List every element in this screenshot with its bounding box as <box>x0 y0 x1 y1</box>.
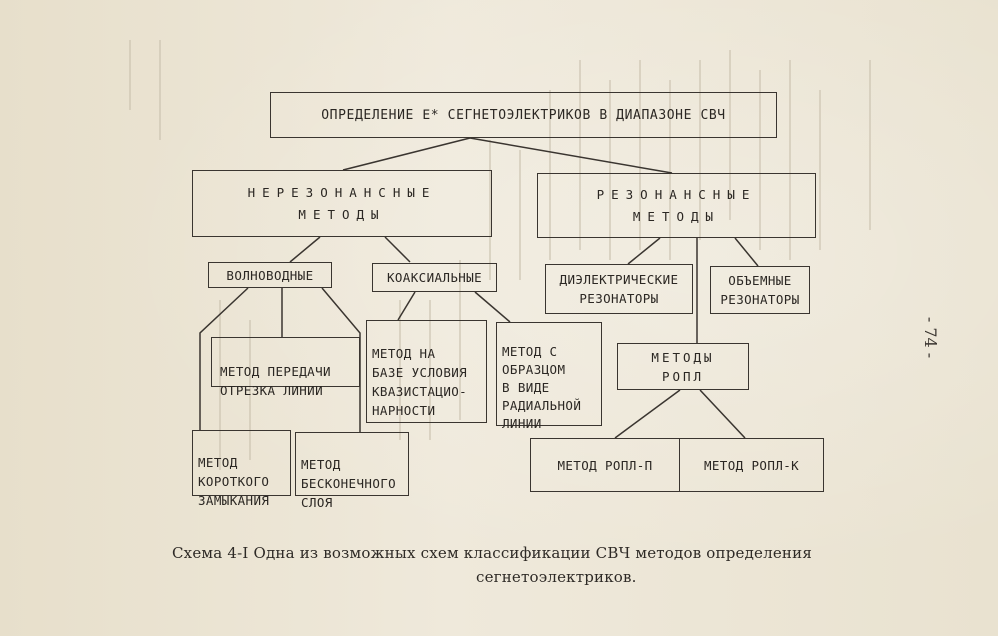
edge-root-nonresonant <box>342 137 471 171</box>
quasistatic-method-label: МЕТОД НА БАЗЕ УСЛОВИЯ КВАЗИСТАЦИО- НАРНО… <box>372 346 468 418</box>
short-circuit-method-node: МЕТОД КОРОТКОГО ЗАМЫКАНИЯ <box>192 430 291 508</box>
figure-caption-line-1: Схема 4-I Одна из возможных схем классиф… <box>172 544 812 562</box>
ropl-methods-label: МЕТОДЫ РОПЛ <box>651 349 715 384</box>
edge-res-volume <box>734 237 759 267</box>
edge-coaxial-radial <box>474 291 511 323</box>
resonant-methods-node: РЕЗОНАНСНЫЕ МЕТОДЫ <box>537 173 816 238</box>
volume-resonators-label: ОБЪЕМНЫЕ РЕЗОНАТОРЫ <box>720 273 800 307</box>
edge-waveguide-shortcircuit <box>199 287 249 430</box>
edge-ropl-k <box>699 389 746 439</box>
infinite-layer-method-node: МЕТОД БЕСКОНЕЧНОГО СЛОЯ <box>295 432 409 510</box>
infinite-layer-method-label: МЕТОД БЕСКОНЕЧНОГО СЛОЯ <box>301 457 397 510</box>
radial-line-method-node: МЕТОД С ОБРАЗЦОМ В ВИДЕ РАДИАЛЬНОЙ ЛИНИИ <box>496 322 602 431</box>
ropl-k-method-node: МЕТОД РОПЛ-К <box>679 438 824 492</box>
dielectric-resonators-label: ДИЭЛЕКТРИЧЕСКИЕ РЕЗОНАТОРЫ <box>559 272 679 306</box>
root-node-label: ОПРЕДЕЛЕНИЕ ε* СЕГНЕТОЭЛЕКТРИКОВ В ДИАПА… <box>321 107 726 123</box>
coaxial-node: КОАКСИАЛЬНЫЕ <box>372 263 497 292</box>
edge-nonres-coaxial <box>384 236 411 263</box>
transmission-line-method-node: МЕТОД ПЕРЕДАЧИ ОТРЕЗКА ЛИНИИ <box>211 337 360 398</box>
page-number: - 74 - <box>921 316 941 359</box>
nonresonant-methods-node: НЕРЕЗОНАНСНЫЕ МЕТОДЫ <box>192 170 492 237</box>
edge-res-dielectric <box>627 237 661 265</box>
radial-line-method-label: МЕТОД С ОБРАЗЦОМ В ВИДЕ РАДИАЛЬНОЙ ЛИНИИ <box>502 344 582 431</box>
edge-coaxial-quasistatic <box>397 291 416 321</box>
edge-root-resonant <box>469 137 673 174</box>
waveguide-node: ВОЛНОВОДНЫЕ <box>208 262 332 288</box>
edge-nonres-waveguide <box>289 236 321 263</box>
edge-waveguide-infinite <box>321 287 361 432</box>
root-node: ОПРЕДЕЛЕНИЕ ε* СЕГНЕТОЭЛЕКТРИКОВ В ДИАПА… <box>270 92 777 138</box>
short-circuit-method-label: МЕТОД КОРОТКОГО ЗАМЫКАНИЯ <box>198 455 270 508</box>
dielectric-resonators-node: ДИЭЛЕКТРИЧЕСКИЕ РЕЗОНАТОРЫ <box>545 264 693 314</box>
coaxial-label: КОАКСИАЛЬНЫЕ <box>386 270 483 285</box>
resonant-methods-label: РЕЗОНАНСНЫЕ МЕТОДЫ <box>596 186 757 224</box>
ropl-k-method-label: МЕТОД РОПЛ-К <box>703 457 800 473</box>
ropl-p-method-label: МЕТОД РОПЛ-П <box>557 457 653 473</box>
ropl-methods-node: МЕТОДЫ РОПЛ <box>617 343 749 390</box>
volume-resonators-node: ОБЪЕМНЫЕ РЕЗОНАТОРЫ <box>710 266 810 314</box>
nonresonant-methods-label: НЕРЕЗОНАНСНЫЕ МЕТОДЫ <box>247 184 437 222</box>
transmission-line-method-label: МЕТОД ПЕРЕДАЧИ ОТРЕЗКА ЛИНИИ <box>220 364 331 398</box>
waveguide-label: ВОЛНОВОДНЫЕ <box>226 267 314 283</box>
figure-caption-line-2: сегнетоэлектриков. <box>476 568 637 586</box>
edge-ropl-p <box>614 389 681 439</box>
quasistatic-method-node: МЕТОД НА БАЗЕ УСЛОВИЯ КВАЗИСТАЦИО- НАРНО… <box>366 320 487 423</box>
ropl-p-method-node: МЕТОД РОПЛ-П <box>530 438 680 492</box>
